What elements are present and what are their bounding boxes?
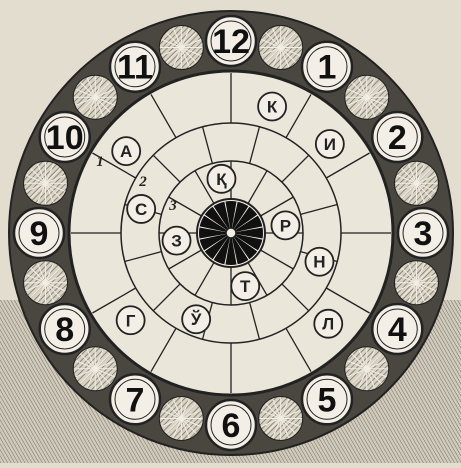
rim-ornament	[345, 75, 389, 119]
letter-bubble: К	[258, 93, 286, 121]
letter-label: Р	[280, 216, 291, 235]
letter-label: А	[120, 142, 132, 161]
hour-medallion-6: 6	[206, 400, 256, 450]
ring-number-3: 3	[168, 198, 177, 214]
letter-bubble: И	[316, 130, 344, 158]
hour-label: 4	[388, 311, 407, 349]
rim-ornament	[73, 347, 117, 391]
hour-label: 12	[212, 23, 250, 61]
letter-label: Ў	[190, 309, 202, 329]
center-pin	[226, 228, 236, 238]
rim-ornament	[24, 261, 68, 305]
letter-label: Г	[126, 311, 136, 330]
ring-number-1: 1	[96, 154, 104, 170]
rim-ornament	[345, 347, 389, 391]
letter-bubble: Ў	[182, 305, 210, 333]
hour-medallion-5: 5	[302, 374, 352, 424]
letter-label: Қ	[216, 170, 227, 189]
rim-ornament	[259, 26, 303, 70]
letter-bubble: Р	[271, 211, 299, 239]
letter-label: Л	[322, 315, 334, 334]
hour-label: 6	[222, 407, 241, 445]
rim-ornament	[394, 261, 438, 305]
hour-label: 3	[414, 215, 433, 253]
letter-bubble: Т	[231, 272, 259, 300]
hour-label: 2	[388, 119, 407, 157]
ring-number-2: 2	[138, 174, 147, 190]
letter-bubble: З	[163, 227, 191, 255]
hour-medallion-1: 1	[302, 42, 352, 92]
rim-ornament	[73, 75, 117, 119]
letter-label: З	[171, 232, 182, 251]
rim-ornament	[159, 396, 203, 440]
hour-medallion-3: 3	[398, 208, 448, 258]
letter-label: Н	[313, 253, 325, 272]
hour-medallion-10: 10	[40, 112, 90, 162]
hour-label: 11	[117, 49, 153, 87]
letter-bubble: А	[112, 137, 140, 165]
letter-label: С	[135, 200, 147, 219]
letter-bubble: Л	[314, 310, 342, 338]
hour-medallion-11: 11	[110, 42, 160, 92]
hour-medallion-8: 8	[40, 304, 90, 354]
letter-bubble: Г	[117, 306, 145, 334]
rim-ornament	[159, 26, 203, 70]
hour-medallion-12: 12	[206, 16, 256, 66]
rim-ornament	[394, 161, 438, 205]
hour-label: 1	[318, 49, 337, 87]
letter-label: Т	[240, 277, 251, 296]
letter-bubble: Қ	[207, 165, 235, 193]
letter-label: И	[324, 135, 336, 154]
rim-ornament	[259, 396, 303, 440]
hour-medallion-2: 2	[372, 112, 422, 162]
hour-medallion-4: 4	[372, 304, 422, 354]
hour-label: 5	[318, 381, 337, 419]
hour-medallion-7: 7	[110, 374, 160, 424]
letter-label: К	[267, 98, 278, 117]
center-hub	[197, 199, 265, 267]
hour-label: 7	[126, 381, 145, 419]
hour-medallion-9: 9	[14, 208, 64, 258]
hour-label: 8	[55, 311, 74, 349]
letter-bubble: Н	[305, 248, 333, 276]
hour-label: 10	[46, 119, 84, 157]
rim-ornament	[24, 161, 68, 205]
hour-label: 9	[30, 215, 49, 253]
letter-bubble: С	[127, 195, 155, 223]
